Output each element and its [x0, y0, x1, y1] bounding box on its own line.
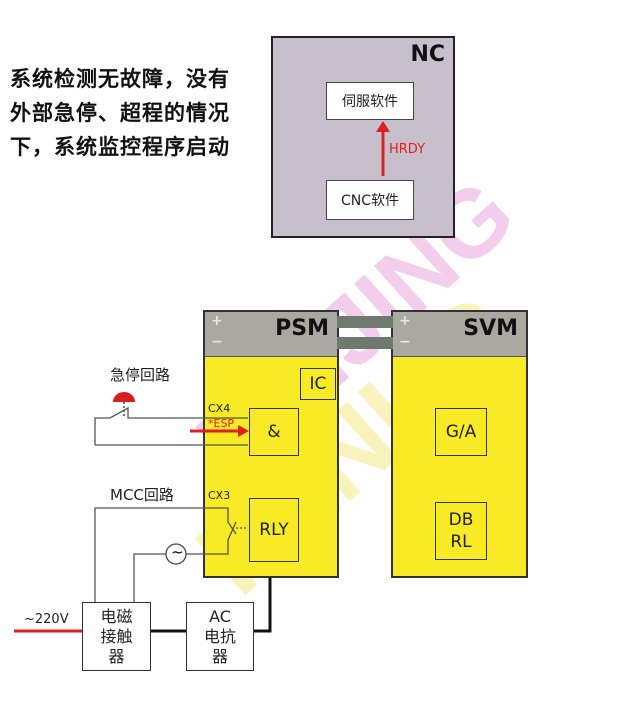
reactor-line2: 电抗	[203, 626, 236, 646]
nc-title: NC	[410, 42, 445, 67]
intro-line-3: 下，系统监控程序启动	[10, 135, 230, 159]
db-relay-box: DB RL	[435, 502, 487, 560]
nc-box: NC 伺服软件 CNC软件 HRDY	[271, 36, 455, 238]
db-label-line2: RL	[450, 532, 472, 552]
voltage-label: ~220V	[24, 612, 69, 627]
reactor-line1: AC	[209, 606, 231, 626]
contactor-box: 电磁 接触 器	[82, 602, 151, 671]
contactor-line2: 接触	[100, 626, 133, 646]
intro-line-2: 外部急停、超程的情况	[10, 101, 230, 125]
relay-box: RLY	[249, 498, 299, 562]
intro-text: 系统检测无故障，没有 外部急停、超程的情况 下，系统监控程序启动	[10, 62, 260, 164]
svm-minus-sign: −	[399, 334, 411, 350]
estop-circuit-label: 急停回路	[110, 366, 171, 384]
cx3-label: CX3	[208, 489, 231, 502]
and-gate-label: &	[267, 422, 281, 442]
and-gate-box: &	[249, 408, 299, 456]
intro-line-1: 系统检测无故障，没有	[10, 67, 230, 91]
ga-label: G/A	[445, 422, 477, 442]
ic-label: IC	[309, 374, 327, 394]
hrdy-label: HRDY	[389, 142, 426, 157]
reactor-line3: 器	[211, 646, 228, 666]
psm-bus-bar: + − PSM	[205, 312, 337, 357]
psm-module: + − PSM IC & RLY CX4 *ESP CX3	[203, 310, 339, 578]
cnc-software-label: CNC软件	[340, 193, 400, 209]
servo-software-label: 伺服软件	[342, 94, 398, 110]
contactor-line1: 电磁	[100, 606, 133, 626]
psm-minus-sign: −	[211, 334, 223, 350]
contactor-line3: 器	[108, 646, 125, 666]
psm-plus-sign: +	[211, 313, 223, 329]
servo-software-box: 伺服软件	[326, 82, 414, 120]
esp-label: *ESP	[208, 417, 235, 430]
cnc-software-box: CNC软件	[326, 180, 414, 220]
ic-box: IC	[300, 368, 336, 400]
mcc-circuit-label: MCC回路	[110, 486, 174, 504]
ac-source-tilde: ~	[171, 543, 184, 561]
cx4-label: CX4	[208, 402, 231, 415]
psm-title: PSM	[275, 316, 329, 341]
svm-title: SVM	[463, 316, 518, 341]
svm-plus-sign: +	[399, 313, 411, 329]
relay-label: RLY	[259, 520, 289, 540]
svm-bus-bar: + − SVM	[393, 312, 526, 357]
ga-box: G/A	[435, 408, 487, 456]
ac-reactor-box: AC 电抗 器	[186, 602, 254, 671]
svm-module: + − SVM G/A DB RL	[391, 310, 528, 578]
db-label-line1: DB	[448, 510, 474, 530]
